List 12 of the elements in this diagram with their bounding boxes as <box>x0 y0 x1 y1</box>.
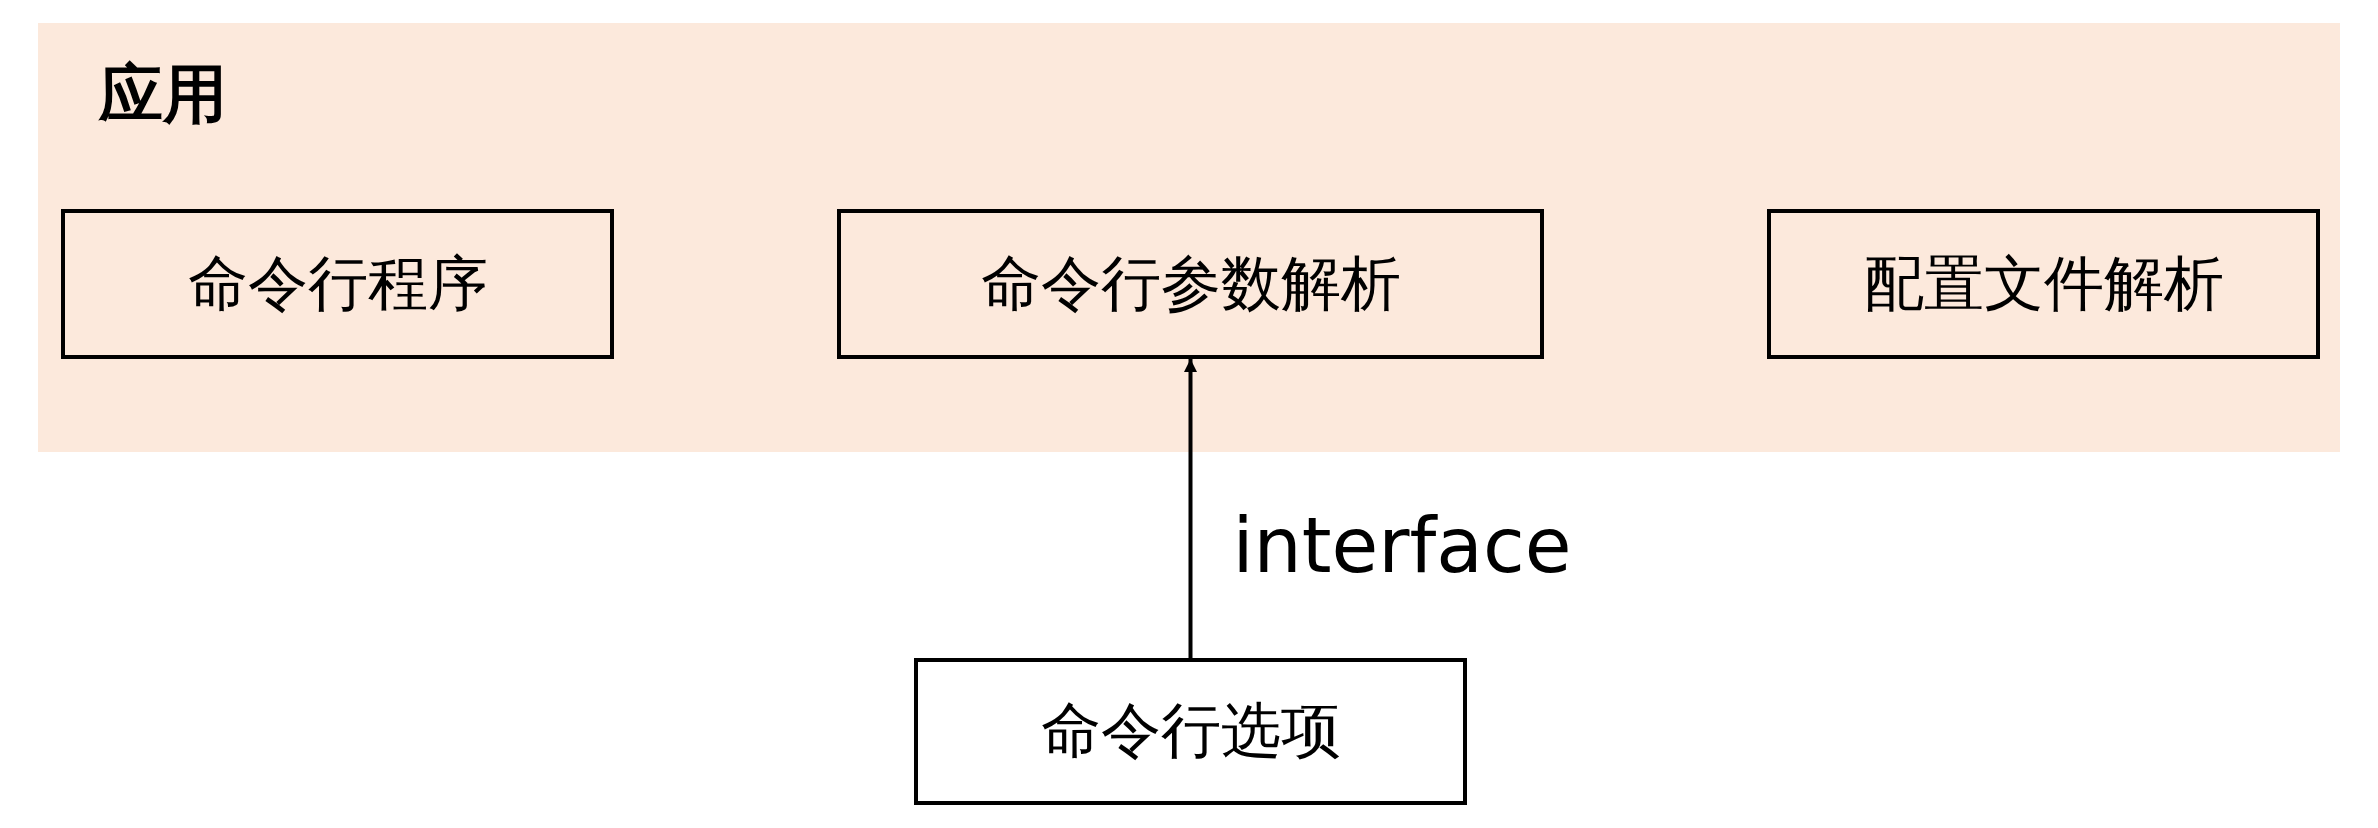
process-box <box>837 209 1544 359</box>
layer-band <box>38 23 2340 452</box>
box-label: 配置文件解析 <box>1863 246 2224 320</box>
arrow <box>1184 359 1197 658</box>
band-title: 应用 <box>99 56 227 133</box>
process-box <box>61 209 614 359</box>
process-box <box>914 658 1467 805</box>
box-label: 命令行选项 <box>1040 694 1341 767</box>
process-box <box>1767 209 2320 359</box>
box-label: 命令行参数解析 <box>980 246 1401 320</box>
edge-label: interface <box>1232 500 1572 590</box>
box-label: 命令行程序 <box>187 246 488 320</box>
